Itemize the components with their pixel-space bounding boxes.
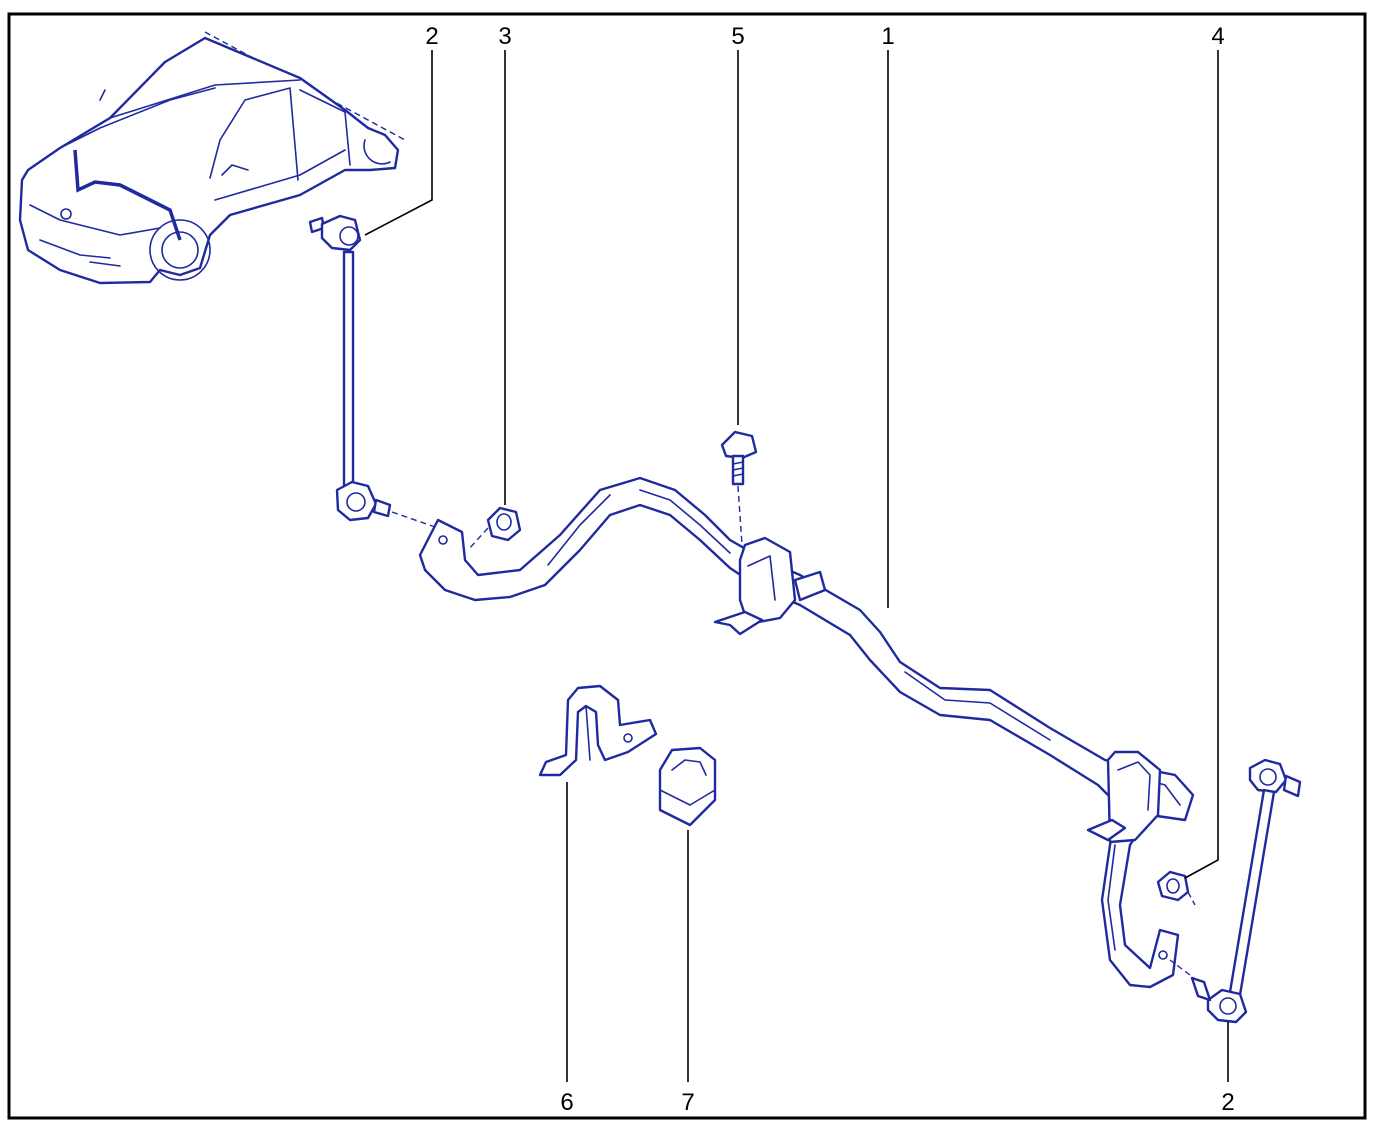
stabiliser-link-left <box>308 214 439 529</box>
mounted-bar-clamp-center <box>713 536 827 636</box>
mounted-bar-clamp-right <box>1086 750 1162 844</box>
callout-6: 6 <box>560 1089 573 1116</box>
callout-3: 3 <box>498 23 511 50</box>
nut-right <box>1156 870 1196 906</box>
leader-lines <box>364 50 1229 1082</box>
clamp-bolt <box>720 430 758 546</box>
callout-1: 1 <box>881 23 894 50</box>
callout-5: 5 <box>731 23 744 50</box>
leader-2-top <box>364 50 433 236</box>
nut-left <box>467 506 522 551</box>
bar-clamp <box>538 684 658 777</box>
callout-7: 7 <box>681 1089 694 1116</box>
vehicle-location-icon <box>18 31 406 285</box>
callout-2-bottom: 2 <box>1221 1089 1234 1116</box>
leader-4 <box>1184 50 1219 879</box>
bar-bush <box>658 746 717 827</box>
callout-4: 4 <box>1211 23 1224 50</box>
stabiliser-link-right <box>1169 758 1302 1024</box>
callout-2-top: 2 <box>425 23 438 50</box>
